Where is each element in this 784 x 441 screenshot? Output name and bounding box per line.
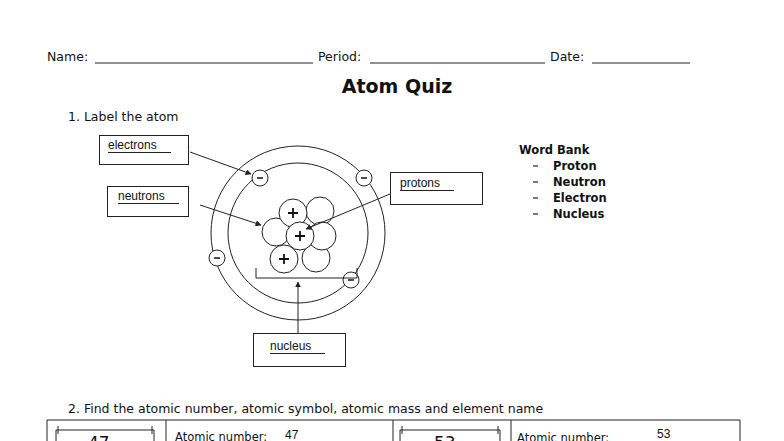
blank-line xyxy=(95,63,313,64)
electrons xyxy=(209,170,372,288)
blank-line xyxy=(370,63,545,64)
blank-line xyxy=(592,63,690,64)
answer-value: 53 xyxy=(657,427,670,441)
plus-sign xyxy=(288,208,298,218)
form-field-label: Period: xyxy=(318,50,361,64)
word-bank-term: Electron xyxy=(553,191,607,205)
atomic-number-tile: 47 xyxy=(88,436,110,441)
table-cell: Atomic number: xyxy=(517,431,609,441)
atomic-number-tile: 53 xyxy=(434,436,456,441)
leader-line xyxy=(190,152,251,174)
bullet-dash xyxy=(533,165,538,166)
word-bank-term: Nucleus xyxy=(553,207,604,221)
leader-line xyxy=(298,282,299,333)
form-underlines xyxy=(95,63,690,64)
plus-sign xyxy=(279,254,289,264)
bullet-dash xyxy=(533,181,538,182)
minus-sign xyxy=(257,177,263,179)
answer-text: nucleus xyxy=(270,340,325,354)
bullet-dash xyxy=(533,213,538,214)
table-rule xyxy=(740,420,741,441)
table-rule xyxy=(511,420,512,441)
leader-lines xyxy=(190,152,390,333)
word-bank-dashes xyxy=(533,166,538,214)
neutron-circle xyxy=(306,197,334,225)
answer-text: neutrons xyxy=(118,190,179,204)
leader-line xyxy=(200,205,261,225)
table-rule xyxy=(47,420,48,441)
question-text: 1. Label the atom xyxy=(68,110,178,124)
answer-text: protons xyxy=(400,177,454,191)
label-box: electrons xyxy=(99,135,189,165)
table-rule xyxy=(393,420,394,441)
leader-line xyxy=(306,194,390,229)
electron-circle xyxy=(356,170,372,186)
proton-circle xyxy=(270,245,298,273)
answer-value: 47 xyxy=(285,428,298,441)
electron-circle xyxy=(209,250,225,266)
table-cell: Atomic number: xyxy=(175,430,267,441)
label-box: protons xyxy=(390,172,483,205)
form-field-label: Name: xyxy=(47,50,88,64)
word-bank-heading: Word Bank xyxy=(519,143,589,157)
minus-signs xyxy=(214,178,367,280)
table-rule xyxy=(166,420,167,441)
nucleus-particles xyxy=(262,197,336,273)
word-bank-term: Proton xyxy=(553,159,597,173)
form-field-label: Date: xyxy=(550,50,584,64)
proton-circle xyxy=(286,222,314,250)
label-box: neutrons xyxy=(107,186,189,217)
word-bank-term: Neutron xyxy=(553,175,606,189)
answer-text: electrons xyxy=(108,139,171,153)
plus-signs xyxy=(279,208,305,264)
answer-table xyxy=(47,420,740,441)
plus-sign xyxy=(295,231,305,241)
minus-sign xyxy=(348,279,354,281)
minus-sign xyxy=(214,257,220,259)
electron-circle xyxy=(252,170,268,186)
minus-sign xyxy=(361,177,367,179)
label-box: nucleus xyxy=(253,333,346,367)
question-text: 2. Find the atomic number, atomic symbol… xyxy=(68,402,543,416)
bullet-dash xyxy=(533,197,538,198)
nucleus-bracket xyxy=(256,268,357,278)
quiz-title: Atom Quiz xyxy=(0,75,784,97)
